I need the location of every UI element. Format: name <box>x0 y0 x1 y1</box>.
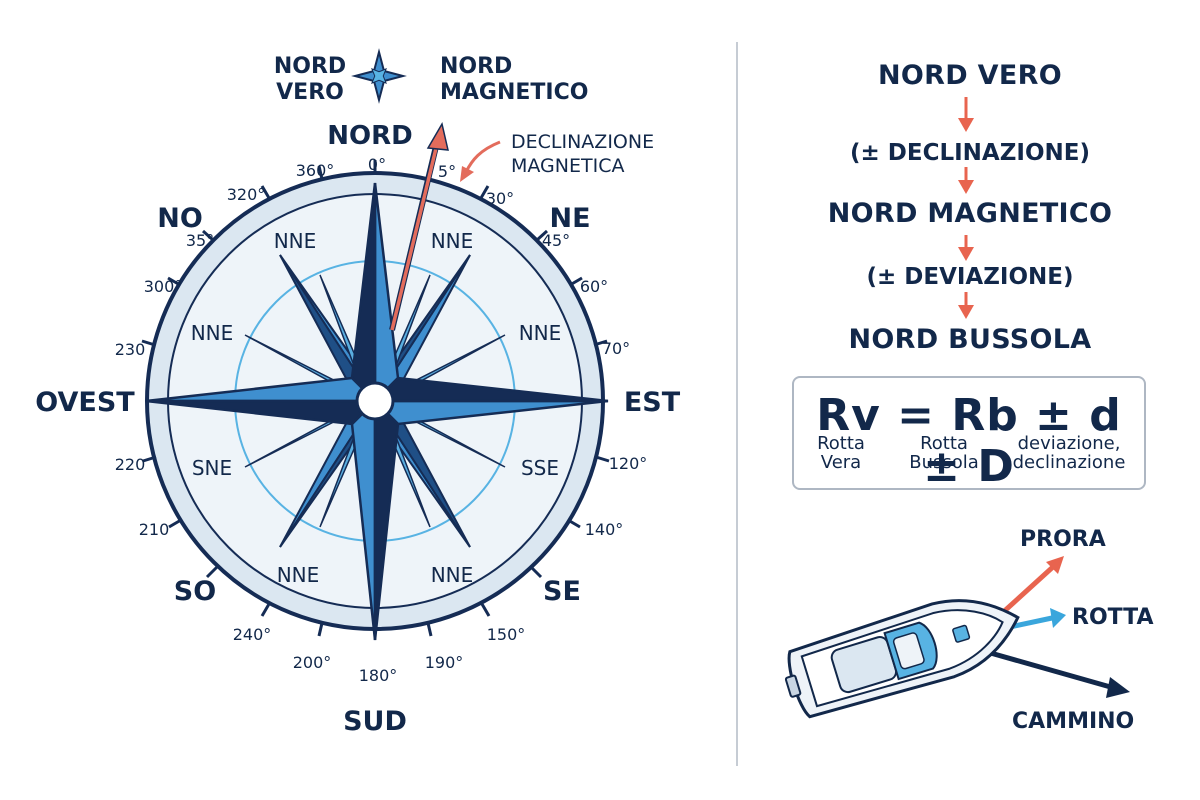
prora-label: PRORA <box>1020 527 1106 552</box>
degree-label: 300° <box>144 277 183 296</box>
degree-label: 45° <box>542 231 570 250</box>
degree-label: 0° <box>368 155 386 174</box>
cammino-label: CAMMINO <box>1012 709 1134 734</box>
northeast-label: NE <box>549 203 590 234</box>
panel-divider <box>736 42 738 766</box>
caption-rotta-bussola: Rotta Bussola <box>904 434 984 472</box>
magnetic-north-arrow <box>390 139 440 331</box>
caption-line: Rotta <box>817 433 865 454</box>
formula: Rv = Rb ± d ± D <box>816 390 1122 492</box>
caption-line: declinazione <box>1012 452 1126 473</box>
degree-label: 360° <box>296 161 335 180</box>
boat-motor <box>784 674 802 698</box>
rotta-label: ROTTA <box>1072 605 1153 630</box>
cammino-arrow <box>979 647 1115 691</box>
caption-line: Vera <box>820 452 862 473</box>
caption-rotta-vera: Rotta Vera <box>806 434 876 472</box>
north-magnetic-label-line2: MAGNETICO <box>440 80 588 105</box>
inner-label: NNE <box>277 563 320 587</box>
degree-label: 120° <box>609 454 648 473</box>
flow-step-declination: (± DECLINAZIONE) <box>850 140 1090 166</box>
degree-label: 320° <box>227 185 266 204</box>
degree-label: 140° <box>585 520 624 539</box>
degree-label: 5° <box>438 162 456 181</box>
north-true-label-line2: VERO <box>276 80 344 105</box>
boat <box>784 599 1020 719</box>
degree-label: 180° <box>359 666 398 685</box>
compass-tick-marks <box>141 160 610 637</box>
south-label: SUD <box>343 706 407 737</box>
prora-arrow <box>998 564 1056 617</box>
north-true-label-line1: NORD <box>274 54 346 79</box>
flow-step-magnetic-north: NORD MAGNETICO <box>827 198 1113 229</box>
boat-console <box>892 632 925 670</box>
east-label: EST <box>624 387 681 418</box>
compass-rose: NORD VERO NORD MAGNETICO NORD DECLINAZIO… <box>35 48 681 737</box>
formula-box: Rv = Rb ± d ± D Rotta Vera Rotta Bussola… <box>792 376 1146 492</box>
degree-label: 200° <box>293 653 332 672</box>
magnetic-north-arrow-head <box>426 121 449 151</box>
compass-star-secondary <box>279 254 471 548</box>
degree-label: 240° <box>233 625 272 644</box>
inner-label: SSE <box>521 456 559 480</box>
degree-label: 190° <box>425 653 464 672</box>
caption-line: Rotta <box>920 433 968 454</box>
declination-pointer-head <box>460 166 474 182</box>
star-icon <box>351 48 407 104</box>
north-label: NORD <box>327 121 412 151</box>
prora-arrow-head <box>1046 556 1064 574</box>
degree-label: 220 <box>115 455 146 474</box>
declination-label-line2: MAGNETICA <box>511 155 624 177</box>
southeast-label: SE <box>543 576 581 607</box>
flow-step-compass-north: NORD BUSSOLA <box>848 324 1092 355</box>
degree-label: 35° <box>186 231 214 250</box>
caption-line: Bussola <box>909 452 979 473</box>
degree-label: 70° <box>602 339 630 358</box>
inner-label: NNE <box>519 321 562 345</box>
compass-center-hub <box>355 381 395 421</box>
degree-label: 150° <box>487 625 526 644</box>
caption-line: deviazione, <box>1017 433 1121 454</box>
compass-star-cardinal <box>145 182 609 641</box>
degree-label: 230 <box>115 340 146 359</box>
declination-label-line1: DECLINAZIONE <box>511 131 654 153</box>
flow-step-deviation: (± DEVIAZIONE) <box>866 264 1074 290</box>
inner-label: NNE <box>191 321 234 345</box>
southwest-label: SO <box>174 576 216 607</box>
degree-label: 210 <box>139 520 170 539</box>
inner-label: NNE <box>431 563 474 587</box>
inner-label: SNE <box>192 456 232 480</box>
inner-label: NNE <box>431 229 474 253</box>
cammino-arrow-head <box>1106 677 1130 698</box>
degree-label: 60° <box>580 277 608 296</box>
rotta-arrow-head <box>1050 608 1066 628</box>
caption-deviazione-declinazione: deviazione, declinazione <box>1004 434 1134 472</box>
west-label: OVEST <box>35 387 135 418</box>
northwest-label: NO <box>157 203 203 234</box>
flow-step-true-north: NORD VERO <box>878 60 1062 91</box>
boat-hatch <box>952 624 971 643</box>
degree-label: 30° <box>486 189 514 208</box>
inner-label: NNE <box>274 229 317 253</box>
north-magnetic-label-line1: NORD <box>440 54 512 79</box>
